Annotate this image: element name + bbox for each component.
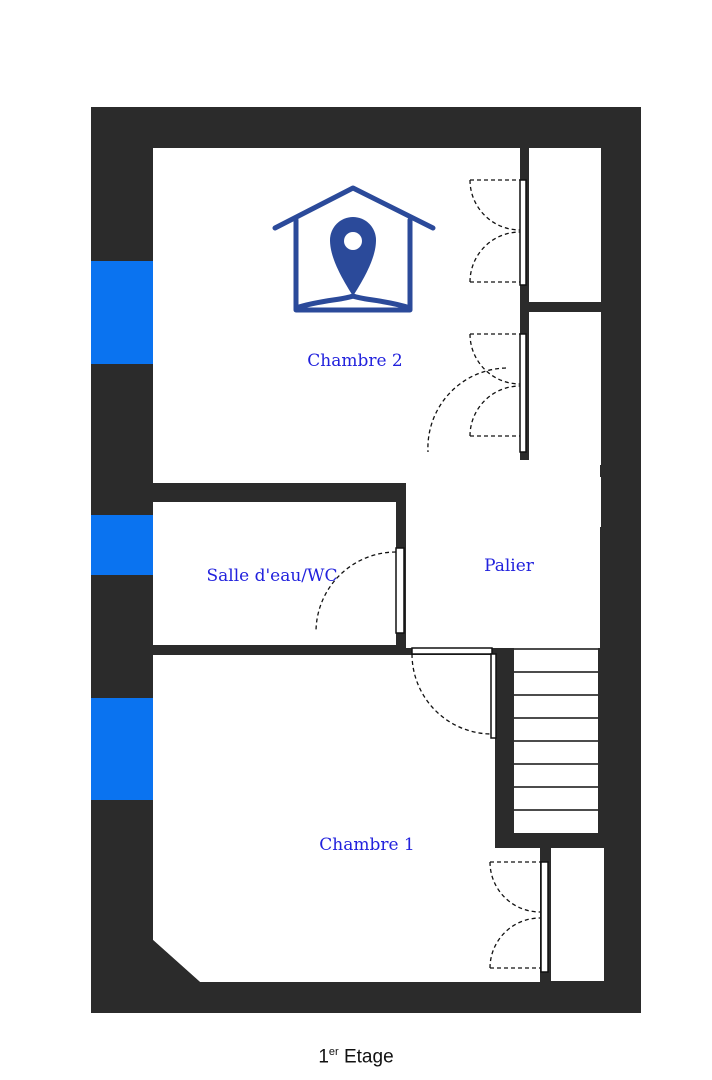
room-chambre-2: [153, 148, 520, 483]
floor-areas: [153, 148, 604, 982]
floor-plan: Chambre 2 Salle d'eau/WC Palier Chambre …: [91, 107, 641, 1013]
house-location-pin-icon: [272, 185, 436, 313]
label-palier: Palier: [484, 556, 535, 576]
caption-superscript: er: [328, 1046, 339, 1058]
label-chambre-2: Chambre 2: [307, 351, 403, 371]
window-chambre-1: [91, 698, 153, 800]
closet-small: [529, 477, 601, 527]
room-salle-eau: [153, 502, 396, 645]
caption-number: 1: [318, 1046, 329, 1068]
floor-caption: 1er Etage: [0, 1046, 712, 1068]
door-swings: [315, 179, 541, 969]
closet-bottom: [551, 848, 604, 981]
window-chambre-2: [91, 261, 153, 364]
caption-text: Etage: [343, 1046, 394, 1068]
corner-chamfer: [153, 940, 200, 982]
label-salle-eau: Salle d'eau/WC: [206, 566, 337, 586]
door-leaves: [395, 179, 549, 973]
window-salle-eau: [91, 515, 153, 575]
room-chambre-1: [153, 655, 540, 982]
stair-well: [514, 627, 598, 833]
label-chambre-1: Chambre 1: [319, 835, 415, 855]
closet-top-1: [529, 148, 601, 302]
windows: [91, 261, 153, 800]
closet-top-2: [529, 312, 601, 465]
stair-treads: [514, 648, 598, 811]
